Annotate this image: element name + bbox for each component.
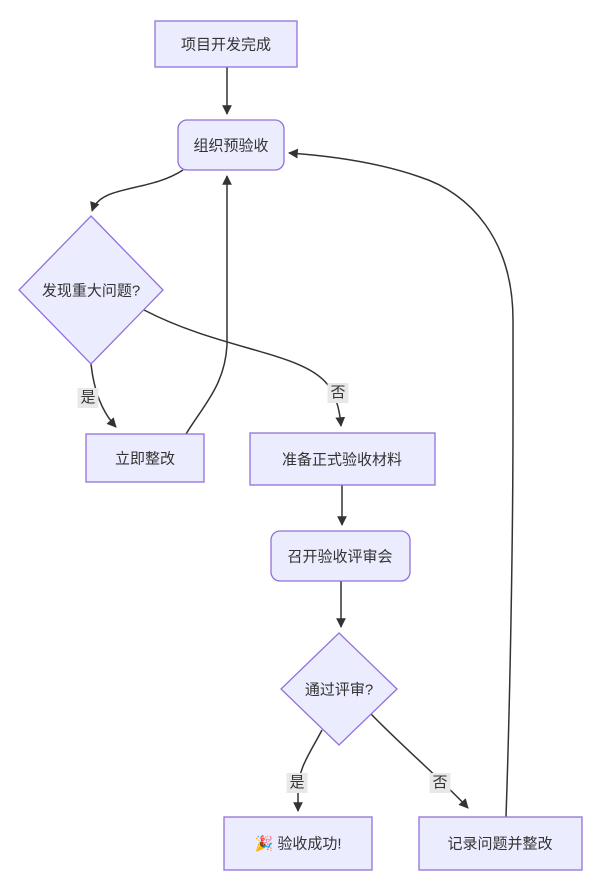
node-organize: 组织预验收 xyxy=(177,119,285,171)
node-organize-label: 组织预验收 xyxy=(193,138,268,155)
node-success: 🎉 验收成功! xyxy=(223,816,373,871)
node-record-label: 记录问题并整改 xyxy=(447,836,552,853)
node-review-meeting-label: 召开验收评审会 xyxy=(287,549,392,566)
node-review-meeting: 召开验收评审会 xyxy=(270,530,411,582)
edge-major-issue-to-prepare-no xyxy=(143,309,346,427)
node-prepare-label: 准备正式验收材料 xyxy=(282,452,402,469)
edge-pass-review-to-success-yes xyxy=(293,729,323,812)
node-pass-review: 通过评审? xyxy=(280,632,398,746)
node-success-label: 🎉 验收成功! xyxy=(254,835,341,853)
edge-organize-to-major-issue xyxy=(90,169,184,212)
node-fix-now: 立即整改 xyxy=(85,433,205,483)
node-major-issue: 发现重大问题? xyxy=(18,215,164,365)
node-layer: 项目开发完成 组织预验收 发现重大问题? 立即整改 准备正式验收材料 召开验收评 xyxy=(18,20,583,871)
node-major-issue-label: 发现重大问题? xyxy=(42,283,140,300)
edge-fix-now-to-organize xyxy=(185,175,232,435)
edge-label-yes-major-issue: 是 xyxy=(77,388,99,408)
edge-pass-review-to-record-no xyxy=(370,713,469,809)
node-record: 记录问题并整改 xyxy=(418,816,583,871)
node-pass-review-label: 通过评审? xyxy=(305,682,373,699)
node-start-label: 项目开发完成 xyxy=(181,37,271,54)
edge-label-yes-pass-review: 是 xyxy=(286,773,308,793)
node-start: 项目开发完成 xyxy=(154,20,298,68)
edge-record-to-organize xyxy=(288,148,514,818)
node-fix-now-label: 立即整改 xyxy=(115,451,175,468)
edge-label-no-major-issue: 否 xyxy=(327,383,349,403)
edge-major-issue-to-fix-now-yes xyxy=(90,363,117,428)
edge-layer xyxy=(90,67,514,818)
edge-label-no-pass-review: 否 xyxy=(429,773,451,793)
node-prepare: 准备正式验收材料 xyxy=(249,432,436,486)
